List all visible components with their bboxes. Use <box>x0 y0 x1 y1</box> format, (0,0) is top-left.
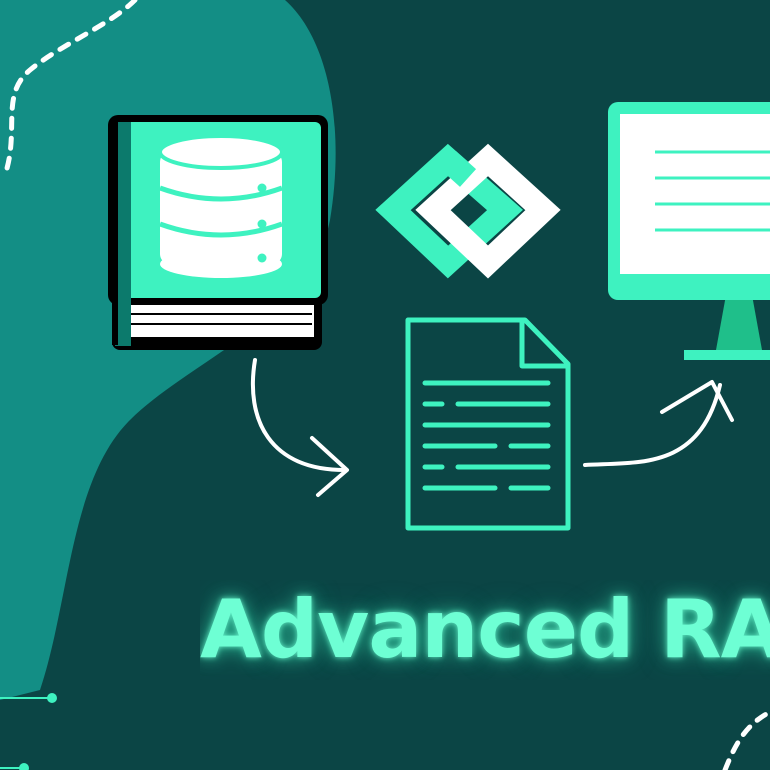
arrow-to-monitor <box>583 380 734 467</box>
dashed-curve-top-left <box>2 0 138 178</box>
database-icon <box>158 134 284 278</box>
arrow-to-document <box>250 358 349 497</box>
monitor-icon <box>608 102 770 360</box>
document-icon <box>405 317 571 531</box>
dashed-curve-bottom-right <box>722 709 770 770</box>
headline: Advanced RAG <box>200 583 770 676</box>
database-book-icon <box>108 115 328 350</box>
circuit-lines <box>0 693 57 770</box>
linked-diamonds-logo-icon <box>375 143 561 279</box>
